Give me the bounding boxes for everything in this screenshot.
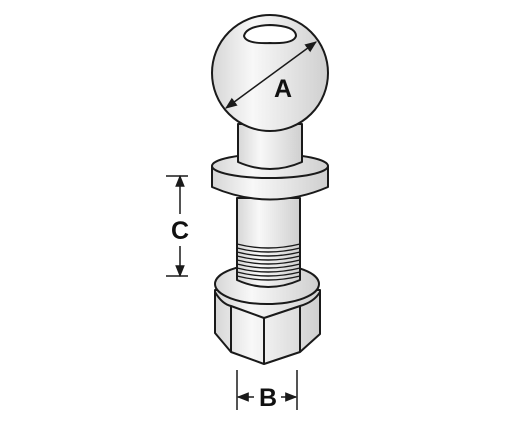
label-a: A [274, 75, 292, 103]
threaded-shank [236, 197, 301, 288]
hitch-ball [211, 14, 329, 132]
label-c: C [171, 217, 189, 245]
dimension-a: A [225, 41, 317, 109]
dimension-c: C [166, 174, 189, 278]
ball-neck [237, 123, 303, 170]
dimension-b: B [236, 370, 298, 412]
label-b: B [259, 384, 277, 412]
